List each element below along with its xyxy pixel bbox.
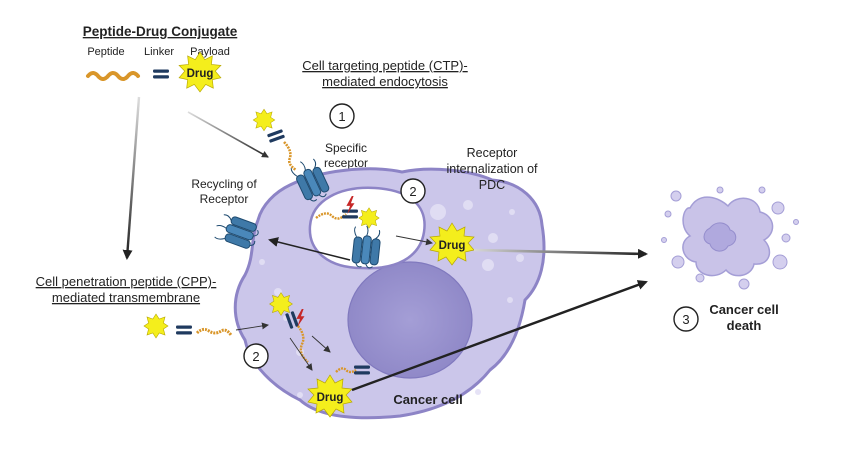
legend-drug-label: Drug [187, 68, 214, 80]
ctp-linker-icon [266, 129, 286, 143]
cell-texture [259, 200, 524, 398]
death-label-line2: death [727, 318, 762, 333]
legend-payload-label: Payload [190, 46, 230, 58]
legend-linker-icon [153, 69, 169, 79]
pdc-title: Peptide-Drug Conjugate [83, 24, 238, 39]
ctp-drug-icon [252, 108, 276, 132]
step-3-circle [673, 306, 699, 332]
arrow-to-ctp [187, 111, 269, 158]
arrow-release-drug [395, 235, 433, 246]
arrow-to-cpp [122, 96, 141, 260]
specific-receptor-line1: Specific [325, 141, 367, 155]
released-drug-label: Drug [439, 240, 466, 252]
cell-nucleus [347, 261, 473, 379]
cpp-label-line1: Cell penetration peptide (CPP)- [36, 274, 217, 289]
cpp-free-peptide [335, 367, 357, 374]
ctp-label-line2: mediated endocytosis [322, 74, 448, 89]
step-2-cpp-circle [243, 343, 269, 369]
endosome-peptide-chain [315, 212, 347, 220]
cpp-linker-icon [176, 325, 192, 335]
cpp-label-line2: mediated transmembrane [52, 290, 200, 305]
cpp-peptide-chain [195, 327, 233, 336]
legend-peptide-chain [86, 71, 140, 81]
arrow-cpp-cleave [311, 335, 331, 353]
internalization-line1: Receptor [467, 146, 518, 160]
cancer-cell-label: Cancer cell [393, 392, 462, 407]
step-2-internalization-circle [400, 178, 426, 204]
internalization-line3: PDC [479, 178, 505, 192]
cpp-drug-icon [143, 313, 169, 339]
ctp-peptide-chain [283, 141, 297, 172]
legend-linker-label: Linker [144, 46, 174, 58]
dying-cell [661, 186, 799, 290]
endosome-drug-icon [358, 207, 380, 229]
step-3-number: 3 [682, 312, 689, 327]
step-1-circle [329, 103, 355, 129]
recycling-line1: Recycling of [191, 177, 257, 191]
arrow-recycling [268, 237, 351, 261]
arrow-drug-to-death [473, 248, 648, 259]
arrow-cpp-drug-to-death [351, 280, 648, 392]
legend-peptide-label: Peptide [87, 46, 124, 58]
step-2-cpp-number: 2 [252, 349, 259, 364]
internalization-line2: internalization of [446, 162, 538, 176]
death-label-line1: Cancer cell [709, 302, 778, 317]
step-2-internalization-number: 2 [409, 184, 416, 199]
recycling-line2: Receptor [200, 192, 249, 206]
arrow-cpp-enter [235, 322, 269, 331]
cpp-inside-drug-icon [269, 292, 293, 316]
step-1-number: 1 [338, 109, 345, 124]
specific-receptor-line2: receptor [324, 156, 368, 170]
ctp-label-line1: Cell targeting peptide (CTP)- [302, 58, 467, 73]
cpp-released-drug-label: Drug [317, 392, 344, 404]
arrow-cpp-release [289, 337, 313, 371]
